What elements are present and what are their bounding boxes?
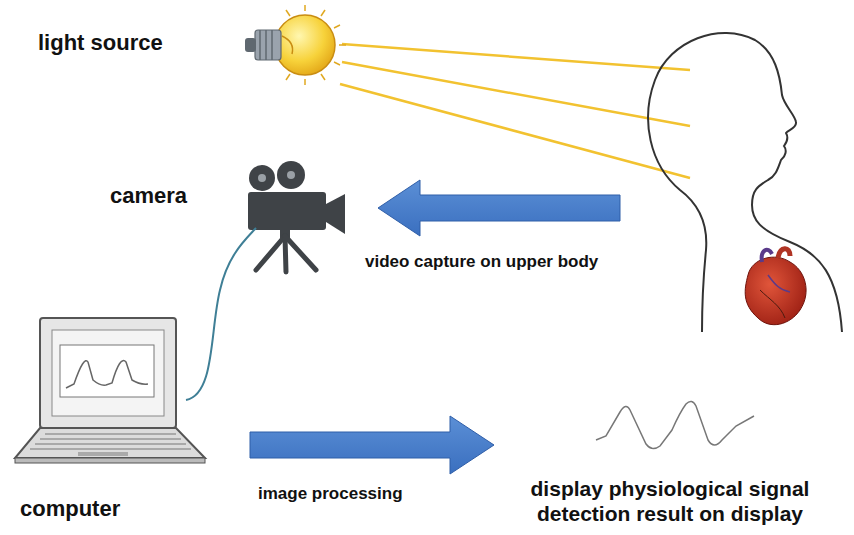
signal-waveform [596,401,754,448]
capture-arrow [378,180,620,236]
laptop-icon [15,318,205,463]
video-camera-icon [248,161,345,272]
light-rays [340,44,690,178]
light-bulb-icon [245,5,346,85]
camera-label: camera [110,183,187,209]
capture-label: video capture on upper body [365,252,598,272]
person-outline [648,33,842,332]
camera-cable [186,228,256,400]
result-label: display physiological signal detection r… [492,476,848,526]
processing-label: image processing [258,484,403,504]
computer-label: computer [20,496,120,522]
processing-arrow [250,416,494,474]
light-source-label: light source [38,30,163,56]
heart-icon [745,249,806,325]
